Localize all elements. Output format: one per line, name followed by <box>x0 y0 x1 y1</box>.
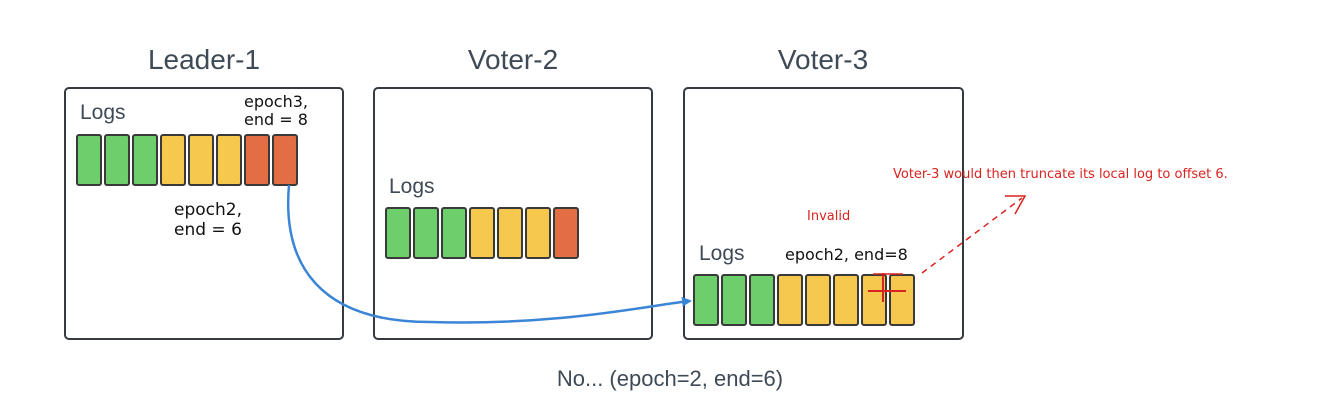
log-entry-green <box>385 207 411 259</box>
leader-1-title: Leader-1 <box>147 44 261 75</box>
log-entry-green <box>721 274 747 326</box>
leader-epoch2-annotation: epoch2, end = 6 <box>174 200 242 240</box>
log-entry-green <box>132 134 158 186</box>
log-entry-yellow <box>889 274 915 326</box>
voter-2-title: Voter-2 <box>467 44 559 75</box>
voter-2-panel: Logs <box>373 87 653 340</box>
log-entry-yellow <box>497 207 523 259</box>
leader-1-logs-label: Logs <box>80 101 126 124</box>
log-entry-yellow <box>188 134 214 186</box>
voter-3-title: Voter-3 <box>777 44 869 75</box>
leader-epoch3-annotation: epoch3, end = 8 <box>244 92 308 130</box>
log-entry-yellow <box>469 207 495 259</box>
log-entry-green <box>413 207 439 259</box>
voter-3-epoch-annotation: epoch2, end=8 <box>785 245 908 264</box>
log-entry-yellow <box>216 134 242 186</box>
voter-3-panel: Invalid Logs epoch2, end=8 <box>683 87 964 340</box>
leader-1-panel: Logs epoch3, end = 8 epoch2, end = 6 <box>64 87 344 340</box>
log-entry-yellow <box>160 134 186 186</box>
truncate-note: Voter-3 would then truncate its local lo… <box>893 167 1228 182</box>
log-entry-yellow <box>833 274 859 326</box>
log-entry-yellow <box>805 274 831 326</box>
voter-3-logs-label: Logs <box>699 242 745 265</box>
log-entry-green <box>749 274 775 326</box>
voter-3-log-cells <box>693 274 915 326</box>
log-entry-green <box>693 274 719 326</box>
caption: No... (epoch=2, end=6) <box>556 366 784 391</box>
log-entry-orange <box>244 134 270 186</box>
replication-arrow <box>286 184 692 324</box>
log-entry-yellow <box>525 207 551 259</box>
log-entry-orange <box>272 134 298 186</box>
truncate-dashed-arrow <box>921 197 1023 274</box>
invalid-annotation: Invalid <box>807 209 851 224</box>
log-entry-green <box>76 134 102 186</box>
voter-2-log-cells <box>385 207 579 259</box>
leader-1-log-cells <box>76 134 298 186</box>
log-entry-green <box>104 134 130 186</box>
log-entry-green <box>441 207 467 259</box>
truncate-arrowhead <box>1005 195 1027 215</box>
log-entry-orange <box>553 207 579 259</box>
voter-2-logs-label: Logs <box>389 175 435 198</box>
log-entry-yellow <box>777 274 803 326</box>
